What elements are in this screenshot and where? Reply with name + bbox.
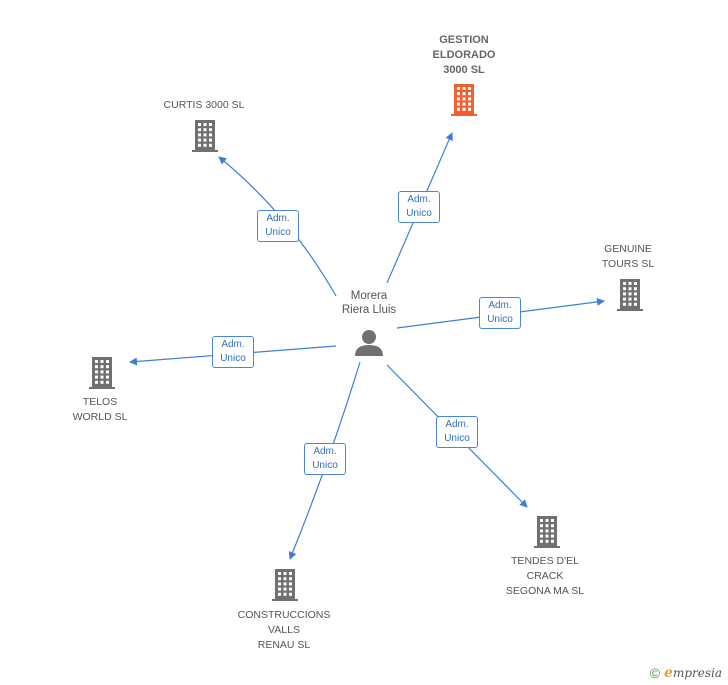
role-line: Unico: [444, 433, 470, 444]
role-box-genuine[interactable]: Adm. Unico: [479, 297, 521, 329]
role-line: Unico: [220, 353, 246, 364]
node-label-line: RENAU SL: [257, 639, 311, 651]
role-line: Unico: [312, 460, 338, 471]
building-icon-curtis[interactable]: [192, 120, 218, 152]
node-label-line: CRACK: [526, 570, 564, 582]
node-label-line: GESTION: [439, 34, 489, 46]
copyright-icon: ©: [649, 665, 661, 681]
role-box-construccions[interactable]: Adm. Unico: [304, 443, 346, 475]
building-icon-gestion[interactable]: [451, 84, 477, 116]
node-label-line: CONSTRUCCIONS: [237, 609, 331, 621]
brand-logo: empresia: [664, 665, 722, 681]
role-line: Adm.: [266, 213, 290, 224]
center-person-label[interactable]: Morera Riera Lluis: [342, 289, 396, 317]
role-line: Adm.: [445, 419, 469, 430]
node-label-line: TENDES D'EL: [511, 555, 579, 567]
building-icon-construccions[interactable]: [272, 569, 298, 601]
center-name-line1: Morera: [350, 290, 388, 302]
node-label-tendes[interactable]: TENDES D'EL CRACK SEGONA MA SL: [506, 554, 584, 599]
node-label-line: ELDORADO: [432, 49, 496, 61]
role-box-tendes[interactable]: Adm. Unico: [436, 416, 478, 448]
node-label-line: VALLS: [268, 624, 300, 636]
node-label-gestion[interactable]: GESTION ELDORADO 3000 SL: [433, 33, 496, 78]
node-label-line: TELOS: [82, 396, 118, 408]
role-box-gestion[interactable]: Adm. Unico: [398, 191, 440, 223]
building-icon-telos[interactable]: [89, 357, 115, 389]
node-label-telos[interactable]: TELOS WORLD SL: [73, 395, 128, 425]
node-label-line: CURTIS 3000 SL: [163, 99, 245, 111]
building-icon-genuine[interactable]: [617, 279, 643, 311]
role-box-curtis[interactable]: Adm. Unico: [257, 210, 299, 242]
node-label-construccions[interactable]: CONSTRUCCIONS VALLS RENAU SL: [238, 608, 331, 653]
role-line: Unico: [406, 208, 432, 219]
role-line: Adm.: [221, 339, 245, 350]
role-line: Unico: [265, 227, 291, 238]
node-label-line: 3000 SL: [443, 64, 485, 76]
person-icon[interactable]: [355, 330, 383, 356]
role-line: Adm.: [488, 300, 512, 311]
node-label-line: WORLD SL: [72, 411, 128, 423]
node-label-curtis[interactable]: CURTIS 3000 SL: [164, 98, 245, 113]
role-line: Adm.: [313, 446, 337, 457]
node-label-line: TOURS SL: [601, 258, 655, 270]
role-box-telos[interactable]: Adm. Unico: [212, 336, 254, 368]
node-label-line: GENUINE: [604, 243, 652, 255]
node-label-genuine[interactable]: GENUINE TOURS SL: [602, 242, 654, 272]
footer-brand: © empresia: [650, 665, 722, 681]
building-icon-tendes[interactable]: [534, 516, 560, 548]
brand-initial: e: [664, 665, 673, 681]
node-label-line: SEGONA MA SL: [505, 585, 585, 597]
center-name-line2: Riera Lluis: [341, 304, 397, 316]
role-line: Adm.: [407, 194, 431, 205]
brand-name: mpresia: [672, 666, 722, 680]
role-line: Unico: [487, 314, 513, 325]
